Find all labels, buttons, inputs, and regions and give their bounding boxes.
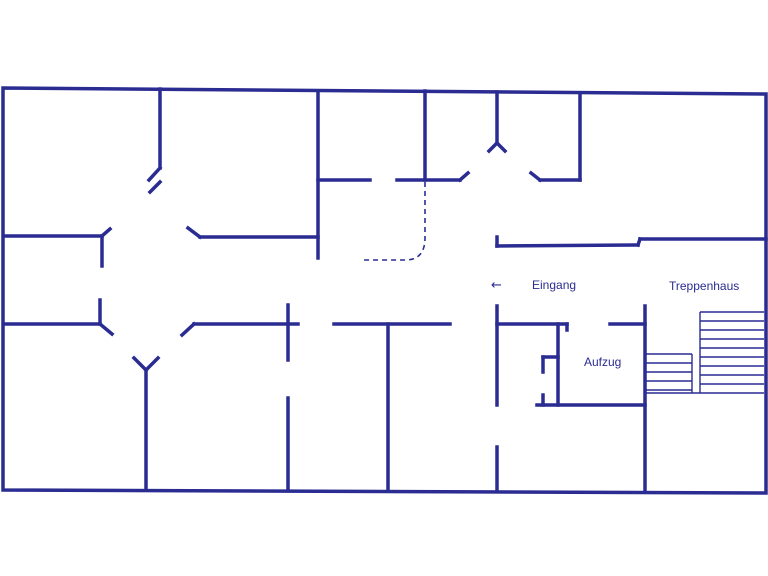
label-entrance: Eingang xyxy=(532,278,576,292)
staircase xyxy=(646,311,764,394)
outer-walls xyxy=(1,86,768,495)
entrance-arrow-icon: ← xyxy=(491,278,502,293)
interior-walls xyxy=(3,87,768,494)
label-stairwell: Treppenhaus xyxy=(669,279,739,293)
door-swing-dashed xyxy=(362,182,426,261)
label-elevator: Aufzug xyxy=(584,355,621,369)
